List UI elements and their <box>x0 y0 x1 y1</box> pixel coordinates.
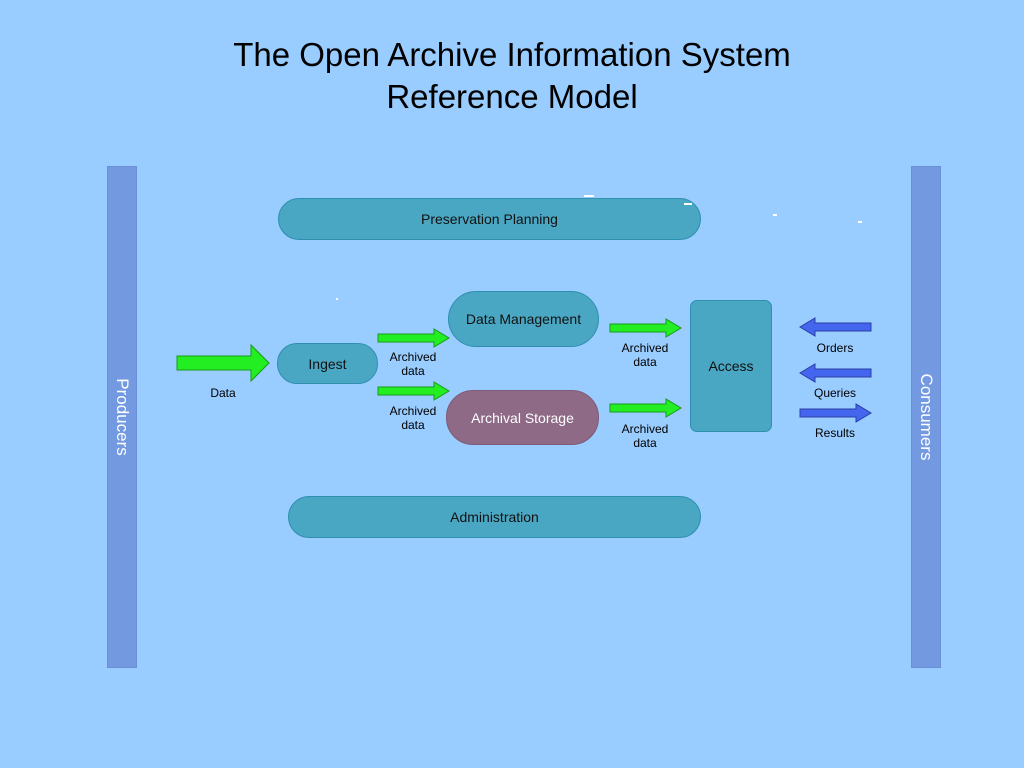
ingest-to-as-label: Archived data <box>380 404 446 432</box>
ingest-to-dm-label: Archived data <box>380 350 446 378</box>
dm-to-access-label-line2: data <box>633 355 657 369</box>
title-line-2: Reference Model <box>386 78 638 115</box>
ingest-to-dm-label-line1: Archived <box>389 350 437 364</box>
decorative-speck <box>858 221 862 223</box>
ingest-to-as-label-line1: Archived <box>389 404 437 418</box>
dm-to-access-label: Archived data <box>612 341 678 369</box>
archival-storage-box: Archival Storage <box>446 390 599 445</box>
access-label: Access <box>708 358 754 374</box>
decorative-speck <box>773 214 777 216</box>
producers-bar: Producers <box>107 166 137 668</box>
data-label: Data <box>210 386 236 400</box>
administration-box: Administration <box>288 496 701 538</box>
archival-storage-to-access-arrow <box>609 398 682 418</box>
ingest-box: Ingest <box>277 343 378 384</box>
as-to-access-label: Archived data <box>612 422 678 450</box>
queries-label: Queries <box>813 386 857 400</box>
consumers-bar: Consumers <box>911 166 941 668</box>
title-line-1: The Open Archive Information System <box>233 36 791 73</box>
decorative-speck <box>684 203 692 205</box>
slide-title: The Open Archive Information System Refe… <box>112 34 912 118</box>
producers-label: Producers <box>113 378 132 456</box>
queries-arrow <box>799 363 872 383</box>
ingest-to-archival-storage-arrow <box>377 381 450 401</box>
as-to-access-label-line1: Archived <box>621 422 669 436</box>
orders-arrow <box>799 317 872 337</box>
data-management-to-access-arrow <box>609 318 682 338</box>
results-arrow <box>799 403 872 423</box>
access-box: Access <box>690 300 772 432</box>
preservation-planning-box: Preservation Planning <box>278 198 701 240</box>
ingest-label: Ingest <box>308 355 347 372</box>
results-label: Results <box>814 426 855 440</box>
consumers-label: Consumers <box>917 373 936 461</box>
ingest-to-dm-label-line2: data <box>401 364 425 378</box>
ingest-to-as-label-line2: data <box>401 418 425 432</box>
archival-storage-label: Archival Storage <box>471 409 574 426</box>
dm-to-access-label-line1: Archived <box>621 341 669 355</box>
administration-label: Administration <box>450 509 539 525</box>
data-arrow <box>176 343 270 383</box>
ingest-to-data-management-arrow <box>377 328 450 348</box>
data-management-box: Data Management <box>448 291 599 347</box>
decorative-speck <box>336 298 338 300</box>
data-management-label: Data Management <box>465 311 582 327</box>
preservation-planning-label: Preservation Planning <box>421 211 558 227</box>
as-to-access-label-line2: data <box>633 436 657 450</box>
decorative-speck <box>584 195 594 197</box>
orders-label: Orders <box>816 341 854 355</box>
